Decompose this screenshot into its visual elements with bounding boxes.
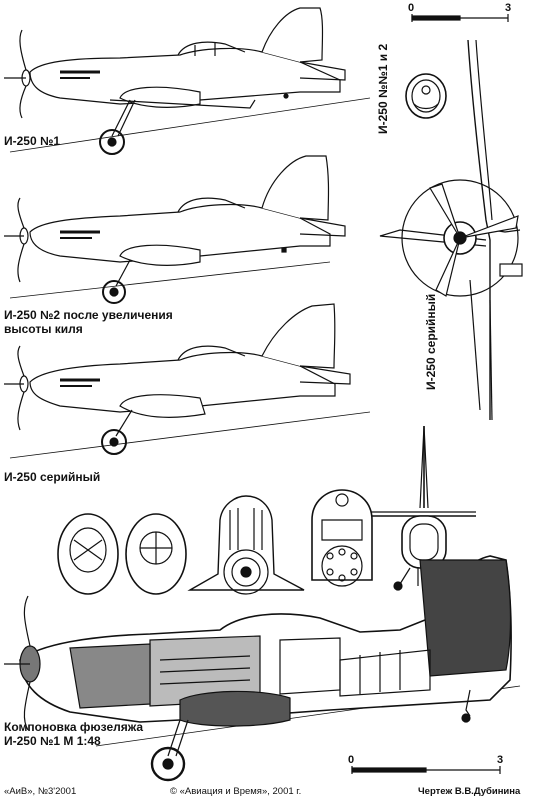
fuselage-cross-sections: [57, 489, 373, 595]
scale-bottom-start: 0: [348, 754, 355, 766]
front-cowl-view: [405, 73, 447, 119]
fuselage-cutaway: [4, 555, 521, 782]
side-view-i250-no1: [4, 7, 371, 155]
footer-author: Чертеж В.В.Дубинина: [418, 786, 521, 797]
scale-top-start: 0: [408, 2, 415, 14]
label-i250-no2-line2: высоты киля: [4, 322, 83, 336]
label-front-no1-no2: И-250 №№1 и 2: [376, 43, 390, 134]
scale-bar-bottom: [351, 766, 501, 774]
scale-bar-top: [411, 14, 509, 22]
label-cutaway-line2: И-250 №1 М 1:48: [4, 734, 101, 748]
label-front-serial: И-250 серийный: [424, 293, 438, 390]
footer-issue: «АиВ», №3'2001: [4, 786, 77, 797]
label-i250-no2-line1: И-250 №2 после увеличения: [4, 308, 173, 322]
footer-copyright: © «Авиация и Время», 2001 г.: [170, 786, 302, 797]
side-view-i250-serial: [4, 303, 371, 459]
front-view-propeller-wing: [379, 39, 523, 421]
label-i250-serial: И-250 серийный: [4, 470, 101, 484]
label-i250-no1: И-250 №1: [4, 134, 61, 148]
scale-top-end: 3: [505, 2, 512, 14]
label-cutaway-line1: Компоновка фюзеляжа: [4, 720, 144, 734]
side-view-i250-no2: [4, 155, 346, 304]
scale-bottom-end: 3: [497, 754, 504, 766]
